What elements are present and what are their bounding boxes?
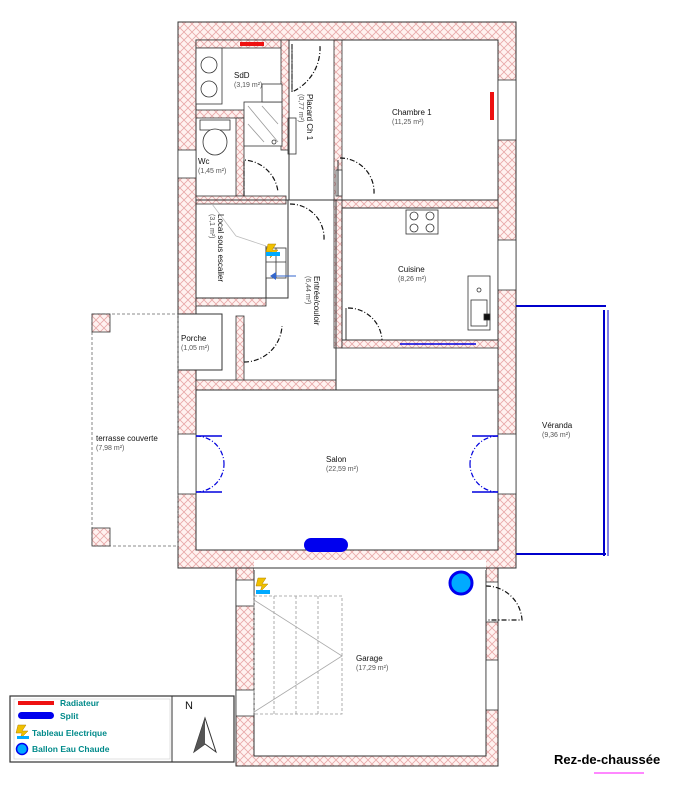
veranda-outline: [515, 305, 609, 556]
french-door-leaves: [196, 435, 498, 493]
porche-name: Porche: [181, 334, 207, 343]
split-salon: [304, 538, 348, 552]
door-leaves: [243, 44, 487, 620]
entree-area: (6,44 m²): [304, 276, 311, 304]
windows: [177, 79, 517, 717]
garage-name: Garage: [356, 654, 383, 663]
legend-radiator-swatch: [18, 701, 54, 705]
legend-electric-label: Tableau Electrique: [32, 728, 107, 738]
salon-name: Salon: [326, 455, 346, 464]
water-heater: [448, 570, 474, 596]
cuisine-area: (8,26 m²): [398, 276, 426, 283]
chambre-area: (11,25 m²): [392, 119, 424, 126]
radiator-chambre: [490, 92, 494, 120]
local-area: (3,1 m²): [208, 214, 215, 239]
chambre-name: Chambre 1: [392, 108, 432, 117]
entree-name: Entrée/couloir: [312, 276, 321, 326]
electric-panel-icon: [265, 243, 280, 259]
sdd-name: SdD: [234, 71, 250, 80]
legend-electric-icon: [15, 724, 29, 740]
radiator-sdd: [240, 42, 264, 46]
local-name: Local sous escalier: [216, 214, 225, 282]
garage-area: (17,29 m²): [356, 665, 388, 672]
legend-split-swatch: [18, 712, 54, 719]
veranda-area: (9,36 m²): [542, 432, 570, 439]
placard-area: (0,77 m²): [297, 94, 304, 122]
legend-water-heater-icon: [15, 742, 29, 756]
north-label: N: [185, 700, 193, 712]
local-diagonals: [211, 203, 267, 247]
entry-arrow-icon: [270, 272, 296, 280]
sdd-area: (3,19 m²): [234, 82, 262, 89]
porche-area: (1,05 m²): [181, 345, 209, 352]
terrasse-area: (7,98 m²): [96, 445, 124, 452]
cuisine-name: Cuisine: [398, 265, 425, 274]
door-swings: [243, 44, 523, 621]
terrasse-name: terrasse couverte: [96, 434, 158, 443]
wc-area: (1,45 m²): [198, 168, 226, 175]
garage-staircase: [253, 595, 343, 715]
wc-name: Wc: [198, 157, 210, 166]
legend-radiator-label: Radiateur: [60, 698, 100, 708]
placard-name: Placard Ch 1: [305, 94, 314, 141]
terrasse-outline: [91, 313, 179, 547]
legend-water-heater-label: Ballon Eau Chaude: [32, 744, 110, 754]
legend-split-label: Split: [60, 711, 79, 721]
room-labels: SdD (3,19 m²) (0,77 m²) Placard Ch 1 Cha…: [96, 71, 573, 672]
veranda-name: Véranda: [542, 421, 573, 430]
exterior-walls: [177, 21, 517, 767]
legend: Radiateur Split Tableau Electrique Ballo…: [9, 695, 235, 763]
salon-area: (22,59 m²): [326, 466, 358, 473]
electric-panel-garage-icon: [255, 577, 270, 594]
fixtures: [195, 47, 491, 331]
plan-title: Rez-de-chaussée: [554, 752, 660, 767]
north-arrow-icon: [193, 716, 217, 754]
